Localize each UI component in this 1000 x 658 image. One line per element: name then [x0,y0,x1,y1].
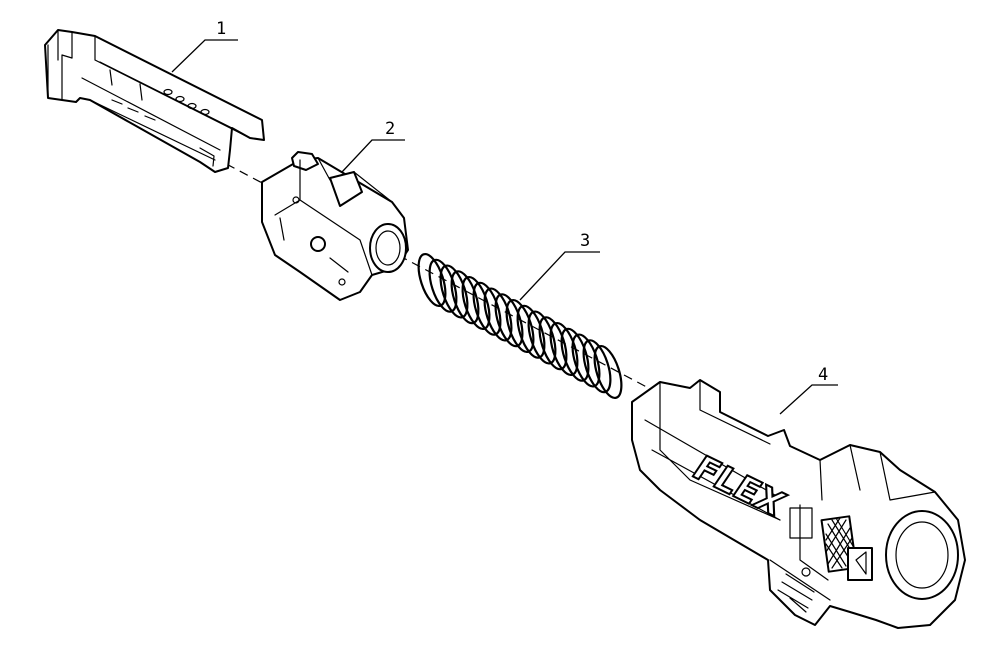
part-1-slide-rail [44,29,265,173]
callout-label-3: 3 [580,231,590,251]
callout-label-4: 4 [818,365,828,385]
callout-label-1: 1 [216,19,226,39]
callout-label-2: 2 [385,119,395,139]
spring-coil [582,339,612,394]
spring-coil [593,344,623,400]
callout-1: 1 [171,19,238,73]
callout-4: 4 [779,365,838,415]
callout-3: 3 [519,231,600,301]
part-2-carriage-block [261,151,409,301]
part-4-housing: FLEX [631,379,966,629]
callout-2: 2 [341,119,405,173]
part-3-spring [417,252,623,400]
